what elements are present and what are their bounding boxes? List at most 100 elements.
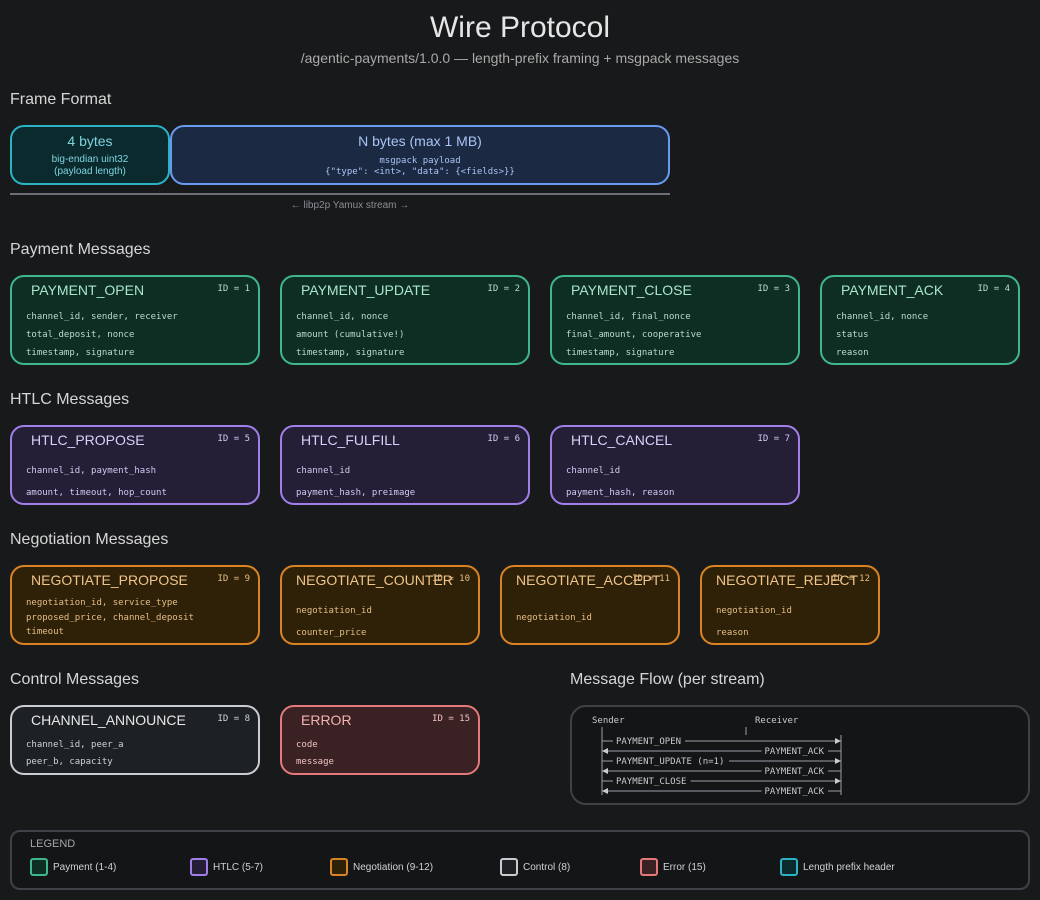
section-title-frame-format: Frame Format xyxy=(10,91,112,108)
legend-label: Control (8) xyxy=(523,861,571,873)
legend-label: Negotiation (9-12) xyxy=(353,861,434,873)
flow-message-label: PAYMENT_ACK xyxy=(765,747,825,757)
flow-message: PAYMENT_CLOSE xyxy=(602,776,841,787)
flow-message-label: PAYMENT_CLOSE xyxy=(616,777,686,787)
message-id: ID = 10 xyxy=(432,574,470,584)
legend-swatch xyxy=(190,858,208,876)
message-name: HTLC_FULFILL xyxy=(301,432,400,448)
message-id: ID = 9 xyxy=(217,574,250,584)
section-title-htlc: HTLC Messages xyxy=(10,391,130,408)
length-prefix-line1: big-endian uint32 xyxy=(51,154,129,165)
legend-swatch xyxy=(330,858,348,876)
flow-message: PAYMENT_OPEN xyxy=(602,736,841,747)
message-field: total_deposit, nonce xyxy=(26,330,135,340)
page-title: Wire Protocol xyxy=(429,11,611,44)
flow-message: PAYMENT_ACK xyxy=(602,766,841,777)
message-name: PAYMENT_OPEN xyxy=(31,282,145,298)
message-name: NEGOTIATE_REJECT xyxy=(716,572,859,588)
message-card-negotiate-accept: NEGOTIATE_ACCEPT ID = 11 negotiation_id xyxy=(500,565,680,645)
message-name: PAYMENT_CLOSE xyxy=(571,282,692,298)
flow-message-label: PAYMENT_ACK xyxy=(765,787,825,797)
length-prefix-title: 4 bytes xyxy=(67,133,113,149)
legend-item-htlc: HTLC (5-7) xyxy=(190,858,263,876)
legend-title: LEGEND xyxy=(30,838,76,850)
message-name: HTLC_PROPOSE xyxy=(31,432,145,448)
message-field: timestamp, signature xyxy=(296,348,405,358)
message-field: channel_id, final_nonce xyxy=(566,312,691,322)
legend-swatch xyxy=(640,858,658,876)
message-card-htlc-cancel: HTLC_CANCEL ID = 7 channel_id payment_ha… xyxy=(550,425,800,505)
flow-label-background xyxy=(761,766,828,776)
message-fields: negotiation_id reason xyxy=(716,600,792,644)
payload-line2: {"type": <int>, "data": {<fields>}} xyxy=(325,167,515,177)
legend-item-negotiation: Negotiation (9-12) xyxy=(330,858,433,876)
message-flow-diagram: Sender Receiver PAYMENT_OPENPAYMENT_ACKP… xyxy=(592,716,842,797)
message-field: payment_hash, reason xyxy=(566,488,675,498)
message-card-payment-open: PAYMENT_OPEN ID = 1 channel_id, sender, … xyxy=(10,275,260,365)
legend-label: Error (15) xyxy=(663,861,706,873)
message-fields: code message xyxy=(296,737,334,771)
message-field: channel_id, payment_hash xyxy=(26,466,157,476)
flow-arrowhead xyxy=(602,768,608,774)
message-card-payment-update: PAYMENT_UPDATE ID = 2 channel_id, nonce … xyxy=(280,275,530,365)
message-name: HTLC_CANCEL xyxy=(571,432,673,448)
message-field: code xyxy=(296,740,318,750)
stream-label: ← libp2p Yamux stream → xyxy=(290,200,410,211)
message-fields: channel_id payment_hash, reason xyxy=(566,460,674,504)
flow-arrowhead xyxy=(602,788,608,794)
message-id: ID = 6 xyxy=(487,434,520,444)
legend-item-payment: Payment (1-4) xyxy=(30,858,116,876)
message-card-negotiate-counter: NEGOTIATE_COUNTER ID = 10 negotiation_id… xyxy=(280,565,480,645)
message-field: reason xyxy=(836,348,869,358)
flow-message-label: PAYMENT_ACK xyxy=(765,767,825,777)
message-field: channel_id, nonce xyxy=(836,312,929,322)
legend-item-control: Control (8) xyxy=(500,858,570,876)
flow-label-background xyxy=(761,746,828,756)
message-field: counter_price xyxy=(296,628,367,638)
flow-message: PAYMENT_UPDATE (n=1) xyxy=(602,756,841,767)
message-fields: negotiation_id xyxy=(516,611,592,625)
flow-message: PAYMENT_ACK xyxy=(602,746,841,757)
legend-swatch xyxy=(30,858,48,876)
message-card-htlc-fulfill: HTLC_FULFILL ID = 6 channel_id payment_h… xyxy=(280,425,530,505)
message-field: channel_id, sender, receiver xyxy=(26,312,178,322)
section-title-message-flow: Message Flow (per stream) xyxy=(570,671,765,688)
message-id: ID = 8 xyxy=(217,714,250,724)
message-field: proposed_price, channel_deposit xyxy=(26,612,194,623)
legend-panel: LEGEND xyxy=(10,830,1030,890)
legend-item-error: Error (15) xyxy=(640,858,706,876)
message-name: NEGOTIATE_ACCEPT xyxy=(516,572,661,588)
payload-title: N bytes (max 1 MB) xyxy=(358,133,482,149)
flow-label-background xyxy=(613,776,691,786)
legend-swatch xyxy=(780,858,798,876)
message-id: ID = 2 xyxy=(487,284,520,294)
message-id: ID = 12 xyxy=(832,574,870,584)
payload-line1: msgpack payload xyxy=(379,156,461,166)
legend-label: Length prefix header xyxy=(803,861,895,873)
legend-label: HTLC (5-7) xyxy=(213,861,264,873)
message-name: NEGOTIATE_COUNTER xyxy=(296,572,453,588)
stream-line xyxy=(10,193,670,195)
message-name: NEGOTIATE_PROPOSE xyxy=(31,572,188,588)
message-field: timeout xyxy=(26,627,64,637)
flow-receiver-label: Receiver xyxy=(755,716,799,726)
legend-label: Payment (1-4) xyxy=(53,861,117,873)
message-card-htlc-propose: HTLC_PROPOSE ID = 5 channel_id, payment_… xyxy=(10,425,260,505)
message-field: message xyxy=(296,757,334,767)
message-field: peer_b, capacity xyxy=(26,757,113,767)
message-field: timestamp, signature xyxy=(566,348,675,358)
message-field: negotiation_id xyxy=(296,606,372,616)
message-field: amount, timeout, hop_count xyxy=(26,488,167,498)
message-field: status xyxy=(836,330,869,340)
message-field: channel_id, peer_a xyxy=(26,740,124,750)
message-fields: channel_id, final_nonce final_amount, co… xyxy=(566,308,701,362)
flow-arrowhead xyxy=(835,758,841,764)
flow-message: PAYMENT_ACK xyxy=(602,786,841,797)
message-card-payment-close: PAYMENT_CLOSE ID = 3 channel_id, final_n… xyxy=(550,275,800,365)
message-field: timestamp, signature xyxy=(26,348,135,358)
message-fields: channel_id payment_hash, preimage xyxy=(296,460,415,504)
message-id: ID = 1 xyxy=(217,284,250,294)
section-title-control: Control Messages xyxy=(10,671,139,688)
